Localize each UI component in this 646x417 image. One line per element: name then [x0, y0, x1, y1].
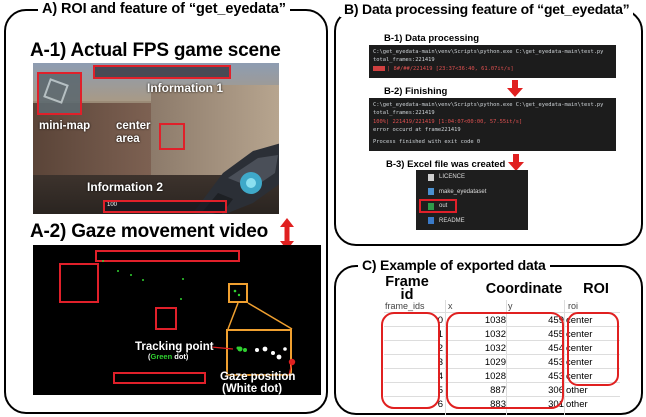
progress-bar — [373, 65, 385, 71]
info-file-icon — [428, 217, 434, 225]
table-highlight-overlay — [381, 312, 619, 409]
b1-line-2: total_frames:221419 — [373, 57, 435, 64]
center-area-roi — [159, 123, 185, 150]
out-file-highlight — [419, 199, 457, 213]
roi-header: ROI — [583, 281, 609, 297]
bottom-hud — [105, 202, 225, 211]
information2-roi — [103, 200, 227, 213]
b2-progress-line: 100%| 221419/221419 [1:04:07<00:00, 57.5… — [373, 118, 523, 125]
b2-finish-line: Process finished with exit code 0 — [373, 138, 481, 145]
a1-title: A-1) Actual FPS game scene — [30, 40, 281, 61]
top-hud — [95, 67, 229, 77]
minimap-roi — [37, 72, 82, 115]
hud-health-value: 100 — [107, 202, 118, 208]
b3-title: B-3) Excel file was created — [386, 159, 506, 170]
python-file-icon — [428, 188, 434, 196]
information1-label: Information 1 — [147, 81, 224, 95]
b1-line-1: C:\get_eyedata-main\venv\Scripts\python.… — [373, 49, 604, 55]
b2-line-1: C:\get_eyedata-main\venv\Scripts\python.… — [373, 102, 604, 108]
gaze-position-label: Gaze position — [220, 371, 296, 383]
a2-title: A-2) Gaze movement video — [30, 221, 269, 242]
center-roi-overlay — [155, 307, 177, 330]
gaze-movement-video: Tracking point (Green dot) Gaze position… — [33, 245, 321, 395]
down-arrow-icon-2 — [508, 154, 524, 171]
excel-file-icon — [428, 202, 434, 210]
information2-label: Information 2 — [87, 180, 164, 194]
center-area-label: center area — [116, 120, 151, 145]
zoom-source-box — [228, 283, 248, 303]
information1-roi-overlay — [95, 250, 240, 262]
b2-line-2: total_frames:221419 — [373, 110, 435, 117]
file-item-make-eyedataset[interactable]: make_eyedataset — [416, 185, 528, 200]
information2-roi-overlay — [113, 372, 206, 384]
double-arrow-icon — [280, 218, 294, 250]
file-explorer: LICENCE make_eyedataset out README — [416, 170, 528, 230]
tracking-point-sublabel: (Green dot) — [148, 352, 189, 361]
col-frame-ids: frame_ids — [385, 301, 425, 311]
file-icon — [428, 173, 434, 181]
panel-c-title: C) Example of exported data — [358, 257, 550, 273]
scene-building — [33, 103, 151, 183]
minimap-label: mini-map — [39, 120, 91, 132]
information1-roi — [93, 65, 231, 79]
col-y: y — [508, 301, 513, 311]
frame-id-header: Frame id — [385, 274, 429, 304]
minimap-image — [38, 73, 80, 113]
col-x: x — [448, 301, 453, 311]
down-arrow-icon — [507, 80, 523, 97]
fps-game-scene: mini-map Information 1 center area 100 I… — [33, 63, 279, 214]
file-item-licence[interactable]: LICENCE — [416, 170, 528, 185]
panel-b-title: B) Data processing feature of “get_eyeda… — [340, 1, 634, 17]
green-word: Green — [150, 352, 173, 361]
b2-title: B-2) Finishing — [384, 86, 448, 97]
gaze-position-sublabel: (White dot) — [222, 383, 283, 395]
panel-a-title: A) ROI and feature of “get_eyedata” — [38, 1, 290, 17]
b2-error-line: error occurd at frame221419 — [373, 127, 461, 134]
zoom-detail-box — [226, 329, 292, 376]
file-item-readme[interactable]: README — [416, 214, 528, 229]
b1-progress-line: | 8#/##/221419 [23:37<36:40, 61.07it/s] — [373, 65, 612, 73]
col-roi: roi — [568, 301, 579, 311]
gaze-trail-svg — [102, 260, 296, 376]
b2-terminal: C:\get_eyedata-main\venv\Scripts\python.… — [369, 98, 616, 151]
minimap-roi-overlay — [59, 263, 99, 303]
tracking-point-label: Tracking point — [135, 341, 214, 353]
file-item-out[interactable]: out — [416, 199, 528, 214]
b1-title: B-1) Data processing — [384, 33, 480, 44]
coordinate-header: Coordinate — [485, 281, 563, 297]
b1-terminal: C:\get_eyedata-main\venv\Scripts\python.… — [369, 45, 616, 78]
